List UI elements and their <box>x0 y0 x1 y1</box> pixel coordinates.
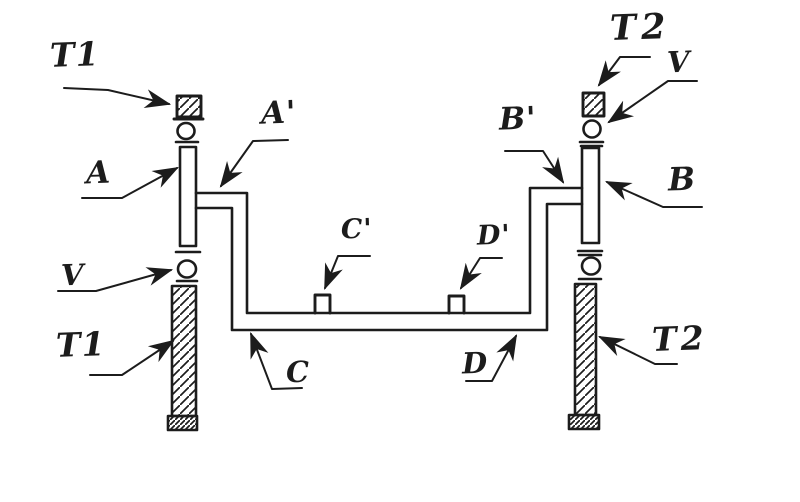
label-b: B <box>667 159 697 199</box>
label-a: A <box>85 154 112 192</box>
label-c: C <box>285 354 311 390</box>
label-b-prime: B' <box>498 100 538 138</box>
channel-outer-contour <box>194 202 584 332</box>
label-t1-top: T1 <box>49 34 101 75</box>
tube-t1 <box>170 284 198 418</box>
tab-d-prime <box>447 294 466 315</box>
leader-d <box>465 334 518 382</box>
tube-t2-cap <box>567 413 601 431</box>
label-v-left: V <box>60 257 86 293</box>
label-t2-bottom: T2 <box>651 318 709 359</box>
label-d: D <box>461 345 489 381</box>
ball-v-right-bottom <box>580 256 602 276</box>
channel-inner-contour <box>194 186 584 315</box>
leader-v-right <box>607 80 698 124</box>
anchor-block-t1-top <box>172 94 205 121</box>
ball-v-right-top <box>582 119 602 139</box>
rod-b <box>580 146 601 245</box>
leader-t1-bottom <box>89 339 175 376</box>
leader-t1-top <box>63 87 172 108</box>
ball-v-left-top <box>176 121 196 141</box>
leader-a-prime <box>219 139 289 188</box>
label-c-prime: C' <box>340 213 374 246</box>
tube-t2 <box>573 282 598 417</box>
leader-b-prime <box>504 150 565 184</box>
leader-v-left <box>57 267 174 292</box>
leader-t2-bottom <box>598 336 678 365</box>
label-t1-bottom: T1 <box>55 324 107 365</box>
ball-v-left-bottom <box>176 259 198 279</box>
label-v-right: V <box>666 44 692 80</box>
label-d-prime: D' <box>476 219 512 252</box>
tab-c-prime <box>313 293 332 315</box>
tube-t1-cap <box>166 414 199 432</box>
label-a-prime: A' <box>260 94 298 132</box>
leader-t2-top <box>597 56 651 87</box>
rod-a <box>178 145 198 248</box>
anchor-block-t2-top <box>581 91 606 118</box>
label-t2-top: T2 <box>609 5 672 50</box>
leader-a <box>81 166 179 199</box>
leader-b <box>605 181 703 208</box>
leader-d-prime <box>459 257 503 290</box>
leader-c-prime <box>324 255 371 291</box>
leader-c <box>250 331 303 390</box>
